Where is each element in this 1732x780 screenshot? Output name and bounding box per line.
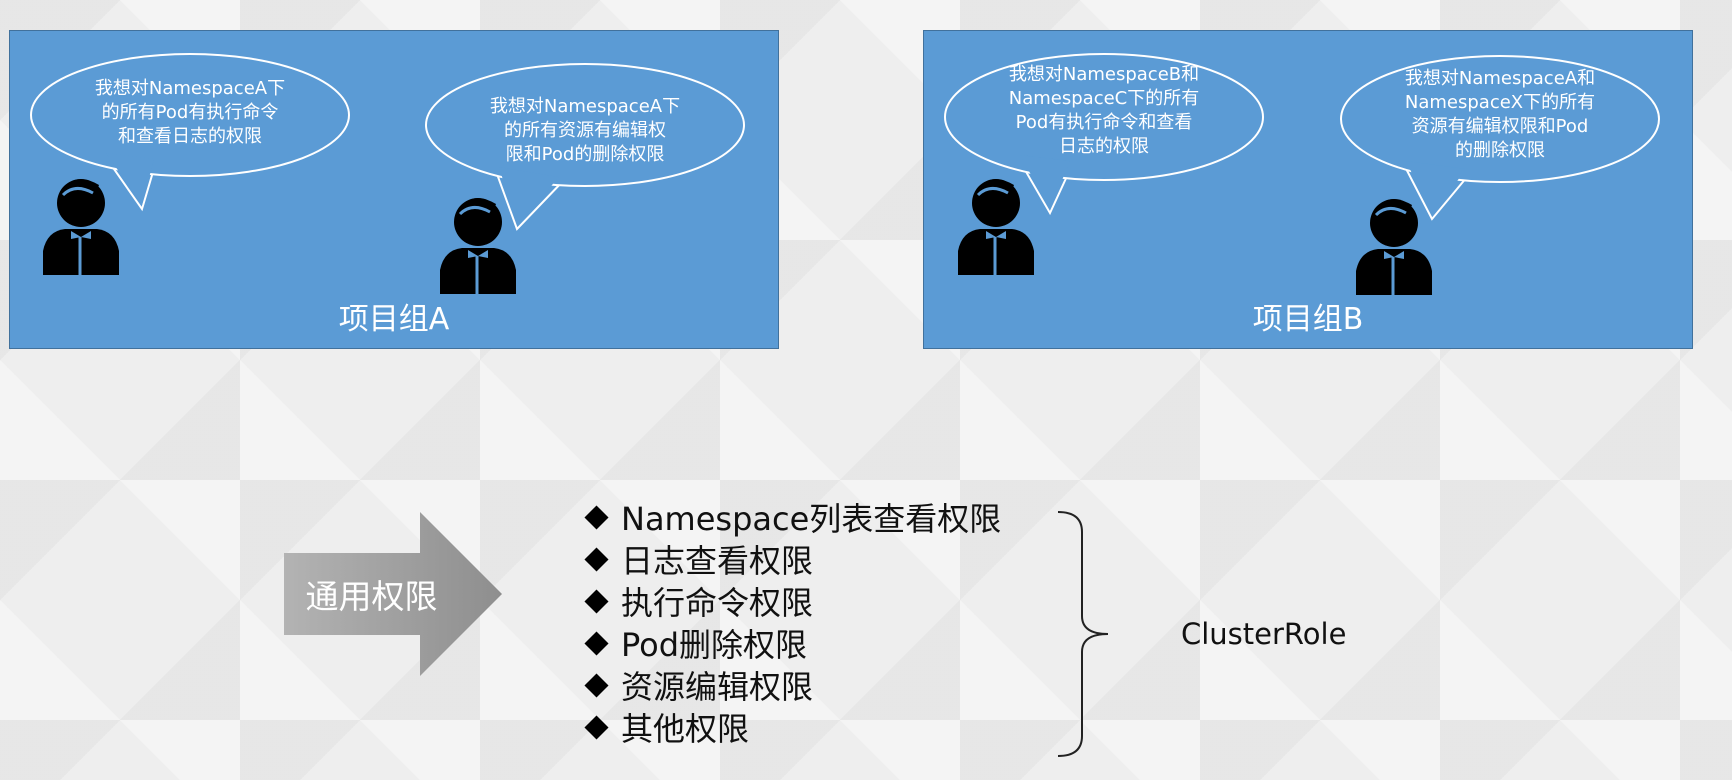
speech-bubble-a2: 我想对NamespaceA下 的所有资源有编辑权 限和Pod的删除权限: [425, 63, 745, 233]
bubble-text: 我想对NamespaceB和 NamespaceC下的所有 Pod有执行命令和查…: [1008, 64, 1200, 157]
person-icon: [440, 198, 516, 294]
group-label: 项目组B: [1252, 302, 1364, 337]
list-item: Namespace列表查看权限: [582, 496, 1001, 538]
permission-text: Pod删除权限: [621, 626, 808, 664]
diamond-bullet-icon: [584, 630, 609, 656]
diamond-bullet-icon: [584, 714, 609, 740]
speech-bubble-a1: 我想对NamespaceA下 的所有Pod有执行命令 和查看日志的权限: [30, 53, 350, 213]
diamond-bullet-icon: [584, 672, 609, 698]
project-group-a: 我想对NamespaceA下 的所有Pod有执行命令 和查看日志的权限 我想对N…: [9, 30, 779, 349]
permission-text: Namespace列表查看权限: [621, 500, 1002, 538]
bubble-text: 我想对NamespaceA下 的所有资源有编辑权 限和Pod的删除权限: [489, 96, 681, 165]
right-arrow-icon: [284, 512, 502, 676]
speech-bubble-b2: 我想对NamespaceA和 NamespaceX下的所有 资源有编辑权限和Po…: [1340, 55, 1660, 225]
cluster-role-label: ClusterRole: [1181, 617, 1347, 651]
diamond-bullet-icon: [584, 504, 609, 530]
group-label: 项目组A: [338, 302, 450, 337]
diamond-bullet-icon: [584, 546, 609, 572]
speech-bubble-icon: [1340, 55, 1660, 221]
speech-bubble-icon: [425, 63, 745, 231]
list-item: 执行命令权限: [582, 580, 1001, 622]
speech-bubble-icon: [944, 53, 1264, 216]
person-icon: [43, 179, 119, 275]
bubble-text: 我想对NamespaceA下 的所有Pod有执行命令 和查看日志的权限: [94, 78, 286, 147]
permission-text: 其他权限: [621, 710, 750, 748]
curly-brace-icon: [1057, 511, 1109, 757]
speech-bubble-b1: 我想对NamespaceB和 NamespaceC下的所有 Pod有执行命令和查…: [944, 51, 1264, 221]
permission-text: 资源编辑权限: [621, 668, 814, 706]
permission-text: 执行命令权限: [621, 584, 814, 622]
bubble-text: 我想对NamespaceA和 NamespaceX下的所有 资源有编辑权限和Po…: [1404, 68, 1596, 161]
permission-text: 日志查看权限: [621, 542, 814, 580]
common-permissions-label: 通用权限: [305, 577, 438, 616]
diamond-bullet-icon: [584, 588, 609, 614]
project-group-b: 我想对NamespaceB和 NamespaceC下的所有 Pod有执行命令和查…: [923, 30, 1693, 349]
speech-bubble-icon: [30, 53, 350, 212]
list-item: 其他权限: [582, 706, 1001, 748]
person-icon: [1356, 199, 1432, 295]
permission-list: Namespace列表查看权限 日志查看权限 执行命令权限 Pod删除权限 资源…: [582, 496, 1001, 748]
list-item: 资源编辑权限: [582, 664, 1001, 706]
list-item: Pod删除权限: [582, 622, 1001, 664]
list-item: 日志查看权限: [582, 538, 1001, 580]
person-icon: [958, 179, 1034, 275]
